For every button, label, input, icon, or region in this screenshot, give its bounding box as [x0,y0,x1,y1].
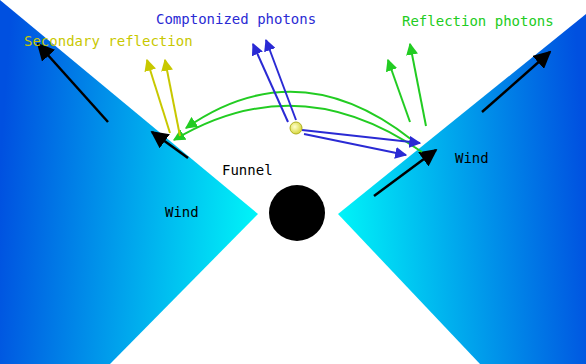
wind-wedge [0,0,258,364]
corona-source [290,122,302,134]
secondary-arrows [147,60,180,136]
wind-arrows [38,44,550,196]
annotation-label: Secondary reflection [24,33,193,49]
wind-region: Wind [0,0,258,364]
reflection-arrows [174,44,426,152]
annotation-label: Comptonized photons [156,11,316,27]
black-hole [269,185,325,241]
wind-label: Wind [455,150,489,166]
wind-label: Wind [165,204,199,220]
annotation-label: Funnel [222,162,273,178]
compton-arrows [253,40,420,155]
annotation-label: Reflection photons [402,13,554,29]
